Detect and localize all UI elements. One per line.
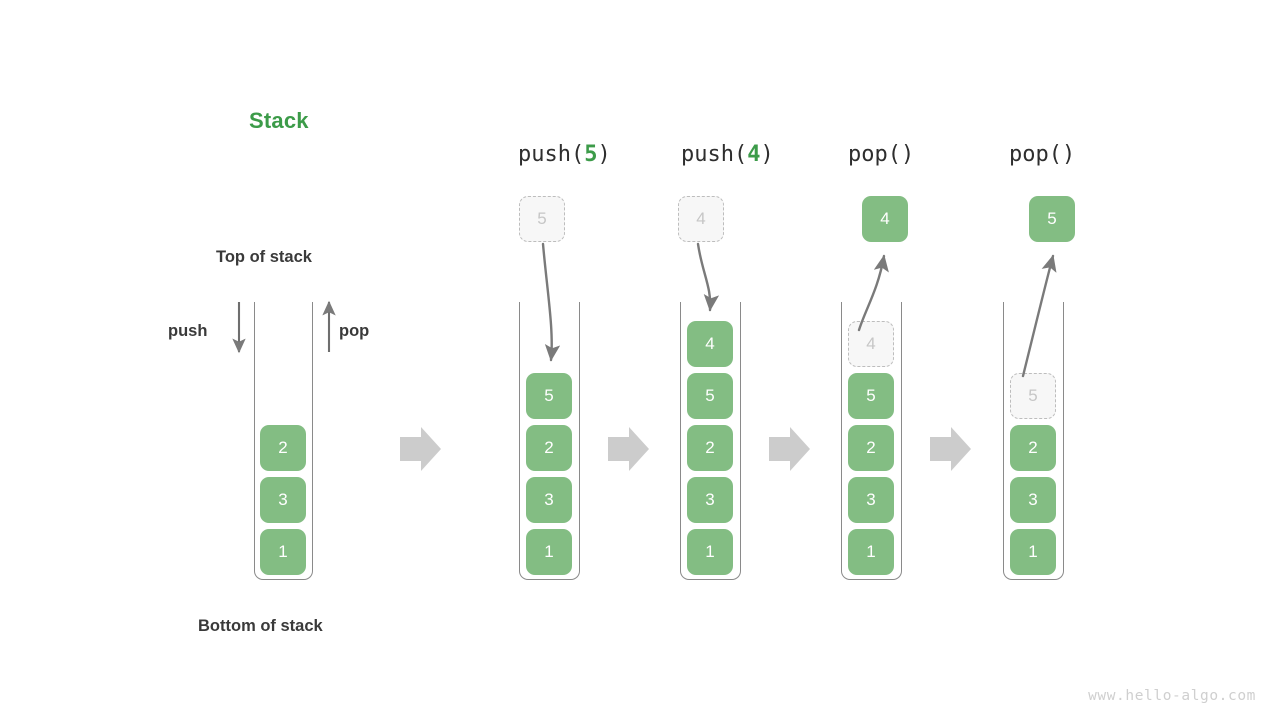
bottom-of-stack-label: Bottom of stack — [198, 617, 323, 635]
push-label: push — [168, 322, 208, 340]
caption-suffix: ) — [1061, 142, 1076, 167]
caption-push-4: push(4) — [681, 142, 774, 167]
stack-cell: 3 — [1010, 477, 1056, 523]
stack-frame-after-push-5 — [519, 302, 580, 580]
pop-label: pop — [339, 322, 370, 340]
stack-frame-initial — [254, 302, 313, 580]
caption-suffix: ) — [597, 142, 611, 167]
stack-cell: 5 — [687, 373, 733, 419]
stack-cell: 3 — [526, 477, 572, 523]
caption-prefix: pop( — [848, 142, 901, 167]
caption-pop-2: pop() — [1009, 142, 1075, 167]
stack-cell: 1 — [526, 529, 572, 575]
step-arrow-2 — [608, 427, 649, 471]
step-arrow-4 — [930, 427, 971, 471]
ghost-cell-incoming: 5 — [519, 196, 565, 242]
stack-cell: 2 — [1010, 425, 1056, 471]
stack-cell: 2 — [848, 425, 894, 471]
ghost-cell-removed: 5 — [1010, 373, 1056, 419]
site-watermark: www.hello-algo.com — [1088, 688, 1256, 704]
step-arrow-3 — [769, 427, 810, 471]
stack-cell: 5 — [848, 373, 894, 419]
caption-suffix: ) — [760, 142, 774, 167]
caption-prefix: push( — [518, 142, 585, 167]
popped-cell: 4 — [862, 196, 908, 242]
stack-cell: 1 — [1010, 529, 1056, 575]
caption-push-5: push(5) — [518, 142, 611, 167]
stack-frame-after-pop-4 — [841, 302, 902, 580]
stack-cell: 2 — [687, 425, 733, 471]
stack-cell: 2 — [526, 425, 572, 471]
stack-frame-after-pop-5 — [1003, 302, 1064, 580]
caption-arg: 5 — [584, 142, 598, 167]
stack-cell: 1 — [848, 529, 894, 575]
ghost-cell-removed: 4 — [848, 321, 894, 367]
stack-cell: 5 — [526, 373, 572, 419]
caption-prefix: pop( — [1009, 142, 1062, 167]
stack-cell: 1 — [260, 529, 306, 575]
stack-cell: 2 — [260, 425, 306, 471]
push-4-motion-arrow — [696, 242, 720, 312]
stack-cell: 4 — [687, 321, 733, 367]
caption-suffix: ) — [900, 142, 915, 167]
caption-prefix: push( — [681, 142, 748, 167]
caption-pop-1: pop() — [848, 142, 914, 167]
stack-cell: 3 — [848, 477, 894, 523]
stack-cell: 1 — [687, 529, 733, 575]
step-arrow-1 — [400, 427, 441, 471]
top-of-stack-label: Top of stack — [216, 248, 312, 266]
popped-cell: 5 — [1029, 196, 1075, 242]
ghost-cell-incoming: 4 — [678, 196, 724, 242]
page-title: Stack — [249, 108, 309, 133]
stack-cell: 3 — [260, 477, 306, 523]
stack-frame-after-push-4 — [680, 302, 741, 580]
caption-arg: 4 — [747, 142, 761, 167]
stack-cell: 3 — [687, 477, 733, 523]
